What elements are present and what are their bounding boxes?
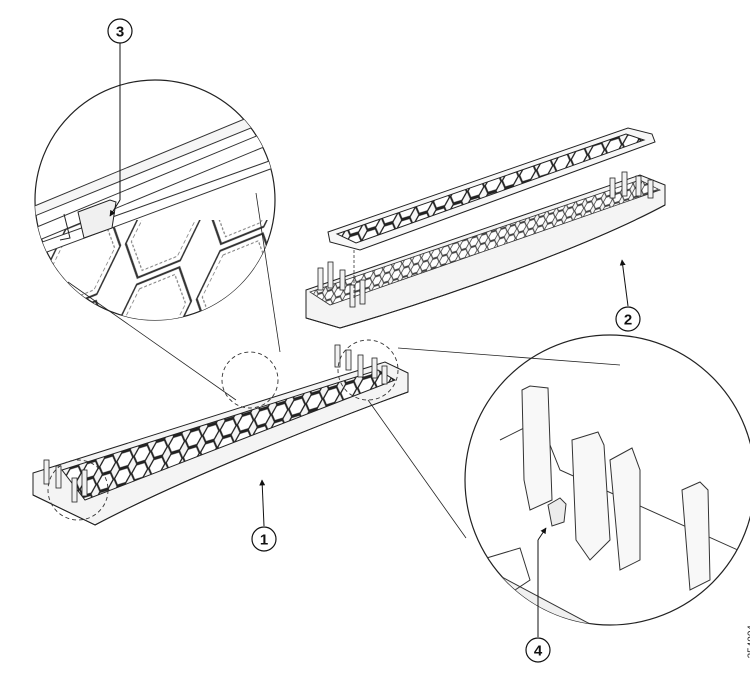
- tab-detail-view: [34, 79, 276, 321]
- tab-detail-indicator: [221, 351, 279, 409]
- callout-1: 1: [251, 479, 277, 552]
- callout-4: 4: [525, 527, 551, 663]
- callout-2: 2: [615, 259, 641, 332]
- callout-2-label: 2: [624, 312, 632, 329]
- tray-posts: [43, 344, 388, 503]
- callout-4-label: 4: [534, 643, 543, 660]
- corner-detail-indicator: [47, 459, 109, 521]
- callout-3: 3: [107, 18, 133, 217]
- callout-3-label: 3: [116, 24, 124, 41]
- assembled-filter-tray: [32, 339, 409, 526]
- exploded-filter-assembly: [305, 127, 666, 329]
- latch-leader-line-1: [397, 347, 621, 366]
- latch-detail-indicator: [337, 339, 399, 401]
- figure-id-label: 354004: [746, 625, 750, 659]
- latch-detail-view: [464, 334, 750, 626]
- base-posts: [317, 171, 654, 308]
- tab-leader-line-1: [67, 281, 237, 401]
- latch-leader-line-2: [367, 399, 467, 539]
- callout-1-label: 1: [260, 532, 268, 549]
- tab-leader-line-2: [255, 192, 281, 353]
